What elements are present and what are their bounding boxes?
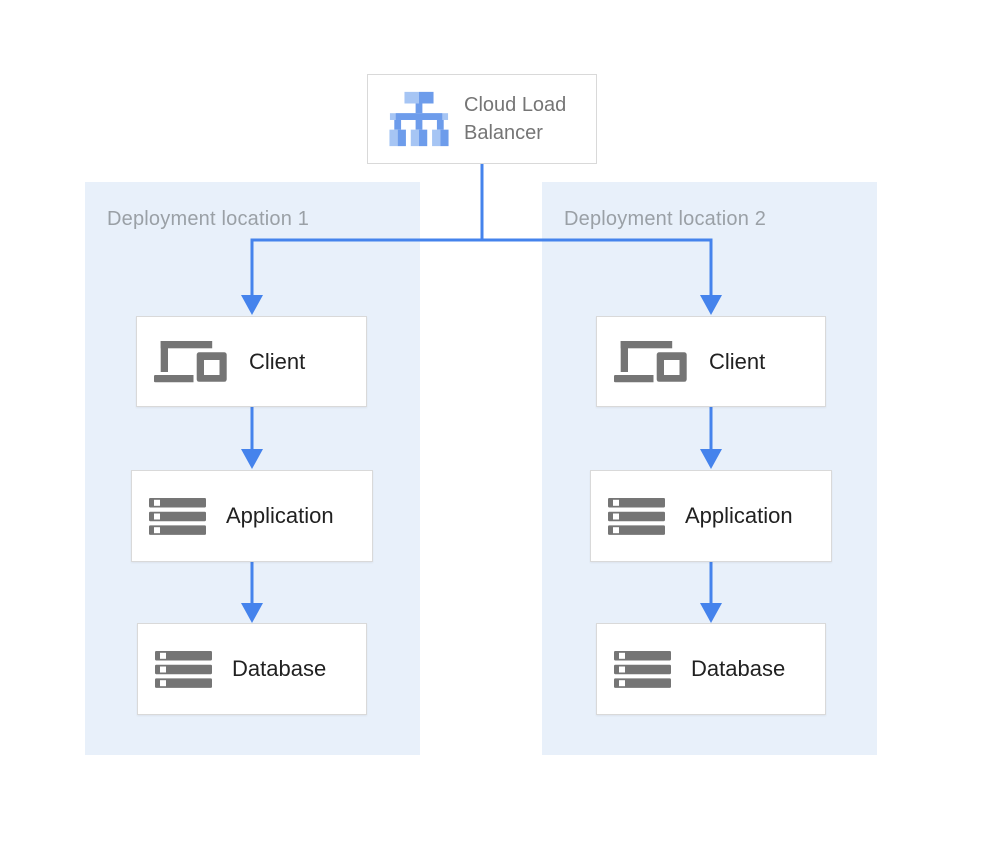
node-label: Database <box>691 656 786 681</box>
database-node-2: Database <box>596 623 826 715</box>
node-label: Database <box>232 656 327 681</box>
client-devices-icon <box>154 340 229 383</box>
application-node-2: Application <box>590 470 832 562</box>
server-stack-icon <box>614 650 671 688</box>
panel-title: Deployment location 1 <box>107 208 310 230</box>
client-node-2: Client <box>596 316 826 407</box>
server-stack-icon <box>155 650 212 688</box>
client-devices-icon <box>614 340 689 383</box>
load-balancer-icon <box>389 91 449 147</box>
node-label: Application <box>685 503 793 528</box>
node-label: Client <box>249 348 306 374</box>
panel-title: Deployment location 2 <box>564 208 767 230</box>
server-stack-icon <box>149 497 206 535</box>
client-node-1: Client <box>136 316 367 407</box>
load-balancer-label: Cloud Load Balancer <box>464 94 567 144</box>
server-stack-icon <box>608 497 665 535</box>
node-label: Client <box>709 348 766 374</box>
cloud-load-balancer-node: Cloud Load Balancer <box>367 74 597 164</box>
application-node-1: Application <box>131 470 373 562</box>
database-node-1: Database <box>137 623 367 715</box>
node-label: Application <box>226 503 334 528</box>
